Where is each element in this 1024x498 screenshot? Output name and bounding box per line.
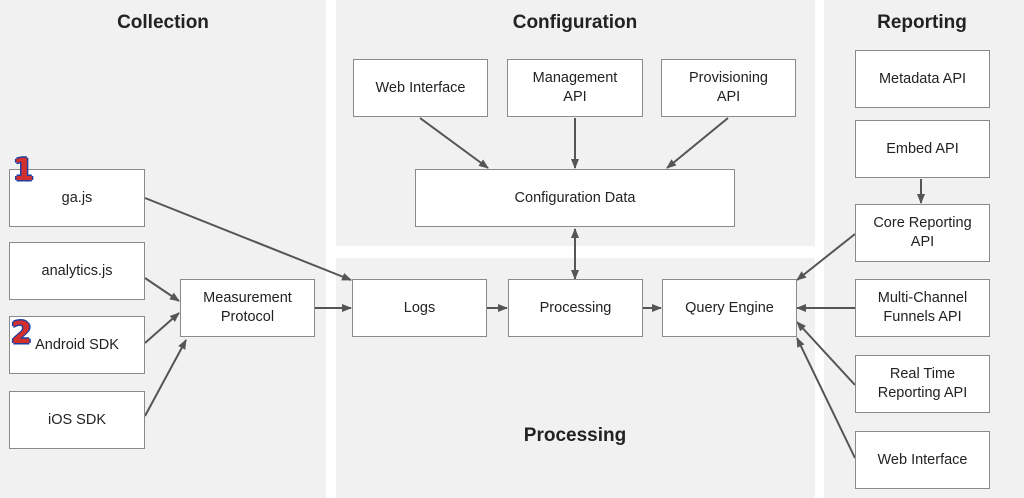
configuration-title: Configuration xyxy=(512,12,638,33)
real-time-reporting-api-box: Real Time Reporting API xyxy=(855,355,990,413)
analytics-js-box: analytics.js xyxy=(9,242,145,300)
edge-webinterface-to-configdata xyxy=(419,117,489,169)
web-interface-config-box: Web Interface xyxy=(353,59,488,117)
web-interface-reporting-box: Web Interface xyxy=(855,431,990,489)
query-engine-box: Query Engine xyxy=(662,279,797,337)
measurement-protocol-box: Measurement Protocol xyxy=(180,279,315,337)
edge-android-to-measurement xyxy=(144,312,180,344)
edge-analyticsjs-to-measurement xyxy=(144,277,180,302)
management-api-box: Management API xyxy=(507,59,643,117)
core-reporting-api-box: Core Reporting API xyxy=(855,204,990,262)
provisioning-api-box: Provisioning API xyxy=(661,59,796,117)
edge-core-to-queryengine xyxy=(796,233,856,281)
edge-webinterface-reporting-to-queryengine xyxy=(796,337,856,459)
ga-js-box: ga.js xyxy=(9,169,145,227)
logs-box: Logs xyxy=(352,279,487,337)
android-sdk-box: Android SDK xyxy=(9,316,145,374)
embed-api-box: Embed API xyxy=(855,120,990,178)
ios-sdk-box: iOS SDK xyxy=(9,391,145,449)
processing-box: Processing xyxy=(508,279,643,337)
annotation-marker-2: 2 xyxy=(11,316,32,351)
annotation-marker-1: 1 xyxy=(13,153,34,188)
reporting-title: Reporting xyxy=(877,12,967,33)
edge-ios-to-measurement xyxy=(144,339,187,417)
multi-channel-funnels-api-box: Multi-Channel Funnels API xyxy=(855,279,990,337)
configuration-data-box: Configuration Data xyxy=(415,169,735,227)
edge-gajs-to-logs xyxy=(144,197,352,281)
metadata-api-box: Metadata API xyxy=(855,50,990,108)
edge-provisioning-to-configdata xyxy=(666,117,729,169)
collection-title: Collection xyxy=(117,12,209,33)
edge-realtime-to-queryengine xyxy=(796,321,856,386)
processing-title: Processing xyxy=(523,425,627,446)
